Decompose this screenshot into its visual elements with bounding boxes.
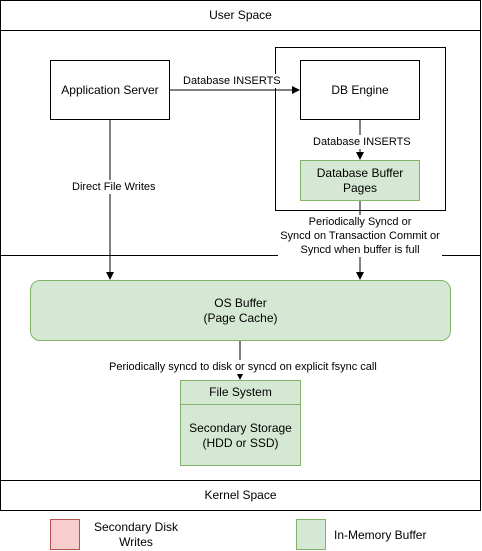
storage-container: [180, 380, 301, 466]
legend-memory-label: In-Memory Buffer: [334, 528, 427, 542]
buffer-sync-label-line3: Syncd when buffer is full: [300, 244, 420, 256]
user-space-header: User Space: [0, 0, 481, 31]
direct-writes-label: Direct File Writes: [72, 180, 156, 194]
secondary-storage-body: Secondary Storage (HDD or SSD): [180, 405, 301, 466]
file-system-label: File System: [209, 384, 272, 399]
application-server-label: Application Server: [61, 82, 159, 97]
buffer-sync-label-line2: Syncd on Transaction Commit or: [280, 230, 440, 242]
app-to-db-label: Database INSERTS: [183, 74, 281, 88]
legend-disk-label-line2: Writes: [119, 535, 153, 549]
application-server-node: Application Server: [50, 60, 170, 120]
db-to-buffer-label: Database INSERTS: [313, 135, 411, 149]
db-buffer-label-line1: Database Buffer: [316, 165, 404, 180]
buffer-sync-label-line1: Periodically Syncd or: [308, 216, 412, 228]
kernel-space-footer: Kernel Space: [0, 480, 481, 511]
os-buffer-label-line1: OS Buffer: [214, 295, 267, 310]
db-buffer-pages-node: Database Buffer Pages: [300, 160, 420, 201]
buffer-sync-label: Periodically Syncd or Syncd on Transacti…: [278, 215, 442, 257]
db-buffer-label-line2: Pages: [342, 180, 378, 195]
user-space-label: User Space: [209, 8, 272, 22]
db-engine-node: DB Engine: [300, 60, 420, 120]
kernel-space-label: Kernel Space: [204, 488, 277, 502]
legend-disk-swatch: [50, 519, 80, 550]
os-buffer-node: OS Buffer (Page Cache): [30, 280, 451, 341]
secondary-storage-label-line2: (HDD or SSD): [202, 435, 279, 450]
secondary-storage-label-line1: Secondary Storage: [189, 420, 292, 435]
file-system-header: File System: [180, 380, 301, 405]
legend-disk-label: Secondary Disk Writes: [86, 520, 186, 550]
os-buffer-label-line2: (Page Cache): [203, 310, 278, 325]
legend-memory-swatch: [296, 519, 326, 550]
db-engine-label: DB Engine: [331, 82, 389, 97]
os-sync-label: Periodically syncd to disk or syncd on e…: [109, 360, 377, 374]
legend-disk-label-line1: Secondary Disk: [93, 520, 179, 534]
